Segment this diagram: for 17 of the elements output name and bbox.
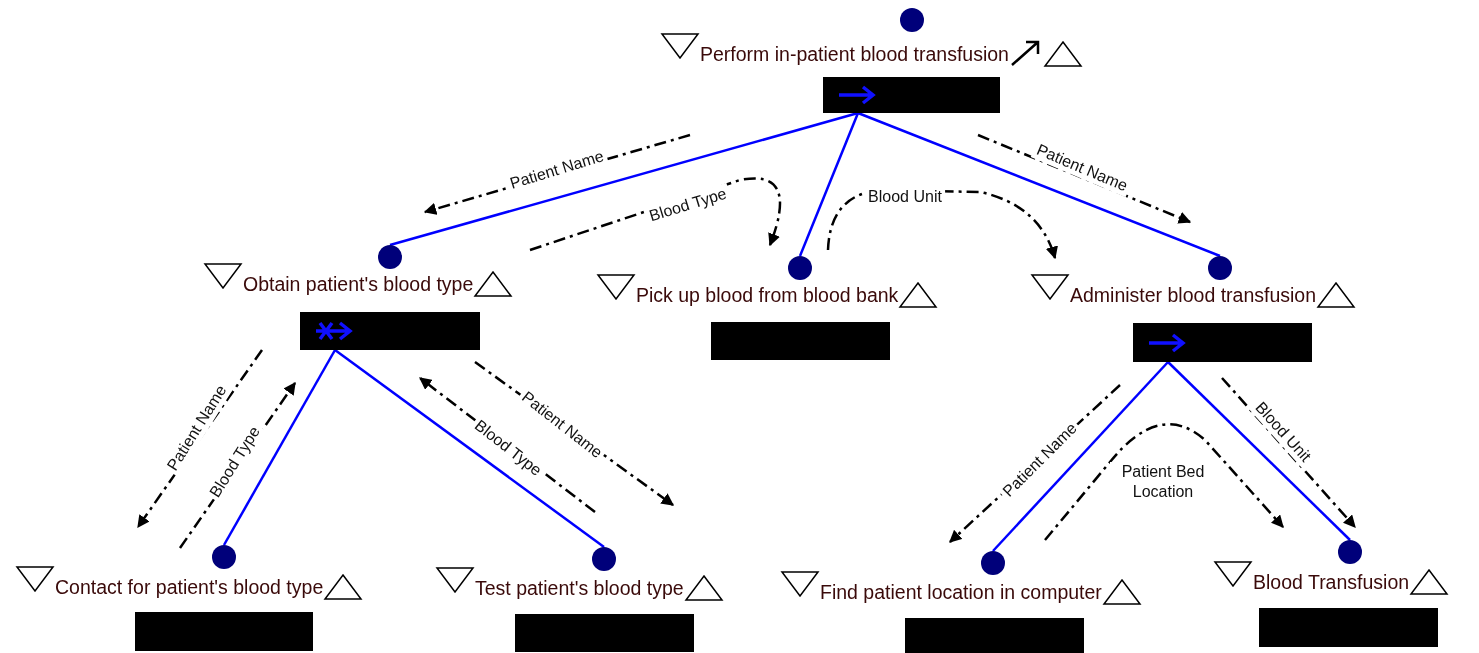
connector-line xyxy=(334,349,605,548)
connector-line xyxy=(1167,361,1351,541)
data-flow-arrow xyxy=(1044,423,1284,541)
task-label: Obtain patient's blood type xyxy=(243,272,474,297)
task-label: Perform in-patient blood transfusion xyxy=(700,42,1009,67)
connector-line xyxy=(857,111,1221,258)
connector-line xyxy=(798,112,860,257)
data-flow-arrow xyxy=(1221,377,1356,528)
connector-line xyxy=(222,349,337,546)
task-label: Contact for patient's blood type xyxy=(55,575,324,600)
task-label: Blood Transfusion xyxy=(1253,570,1410,595)
task-label: Administer blood transfusion xyxy=(1070,283,1317,308)
task-label: Find patient location in computer xyxy=(820,580,1102,605)
task-label: Pick up blood from blood bank xyxy=(636,283,899,308)
connector-line xyxy=(389,111,859,247)
task-label: Test patient's blood type xyxy=(475,576,684,601)
connector-line xyxy=(992,361,1169,552)
